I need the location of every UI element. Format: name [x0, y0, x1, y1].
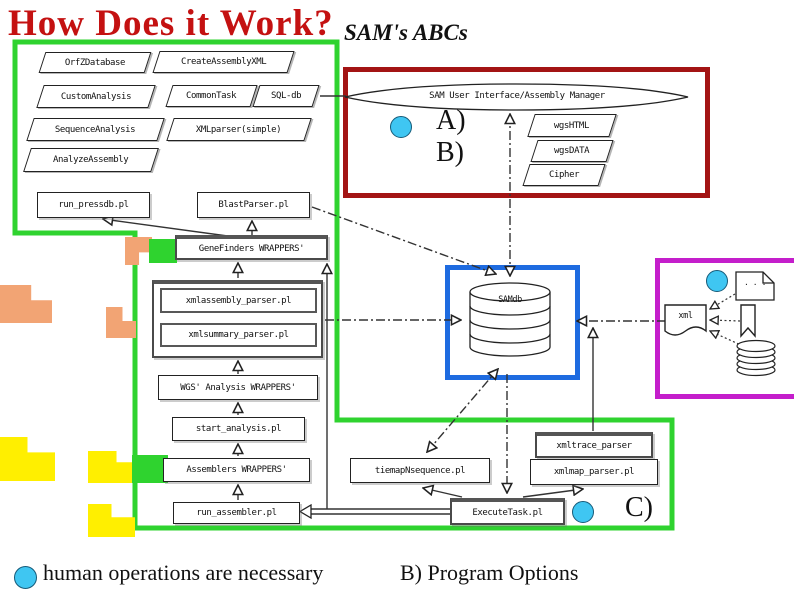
node-start-analysis: start_analysis.pl: [172, 417, 305, 441]
marker-b: B): [436, 137, 464, 168]
node-executetask: ExecuteTask.pl: [450, 498, 565, 525]
disk-stack-icon: [736, 339, 776, 377]
document-icon: [735, 271, 775, 301]
banner-shape: [344, 83, 689, 111]
marker-a: A): [436, 105, 466, 136]
node-sequenceanalysis: SequenceAnalysis: [26, 118, 165, 141]
node-sqldb: SQL-db: [252, 85, 320, 107]
node-createassemblyxml: CreateAssemblyXML: [152, 51, 295, 73]
node-xmlmap-parser: xmlmap_parser.pl: [530, 459, 658, 485]
node-blastparser: BlastParser.pl: [197, 192, 310, 218]
xml-document-icon: [664, 304, 707, 336]
node-cipher: Cipher: [522, 164, 606, 186]
node-xmlparser: XMLparser(simple): [166, 118, 312, 141]
node-assemblers-wrappers: Assemblers WRAPPERS': [163, 458, 310, 482]
database-label: SAMdb: [498, 295, 522, 305]
node-wgshtml: wgsHTML: [527, 114, 617, 137]
bookmark-icon: [740, 304, 756, 338]
page-title: How Does it Work?: [8, 3, 334, 44]
human-operation-icon: [572, 501, 594, 523]
banner-label: SAM User Interface/Assembly Manager: [429, 91, 605, 101]
node-commontask: CommonTask: [165, 85, 258, 107]
node-tiemap-sequence: tiemapNsequence.pl: [350, 458, 490, 483]
page-subtitle: SAM's ABCs: [344, 20, 468, 45]
node-run-pressdb: run_pressdb.pl: [37, 192, 150, 218]
node-customanalysis: CustomAnalysis: [36, 85, 156, 108]
node-run-assembler: run_assembler.pl: [173, 502, 300, 524]
node-xmltrace-parser: xmltrace_parser: [535, 432, 653, 458]
node-xmlassembly-parser: xmlassembly_parser.pl: [160, 288, 317, 313]
node-xmlsummary-parser: xmlsummary_parser.pl: [160, 323, 317, 347]
node-wgs-analysis-wrappers: WGS' Analysis WRAPPERS': [158, 375, 318, 400]
legend-human-op-icon: [14, 566, 37, 589]
node-analyzeassembly: AnalyzeAssembly: [23, 148, 159, 172]
database-icon: [469, 282, 551, 357]
legend-program-options: B) Program Options: [400, 560, 579, 585]
human-operation-icon: [390, 116, 412, 138]
node-wgsdata: wgsDATA: [530, 140, 614, 162]
frame-user-interface-group: [343, 67, 710, 198]
node-genefinders-wrappers: GeneFinders WRAPPERS': [175, 235, 328, 260]
xml-doc-label: xml: [678, 311, 693, 321]
frame-data-sources-group: [655, 258, 794, 399]
puzzle-piece-green: [132, 455, 168, 483]
puzzle-piece-green: [149, 239, 177, 263]
marker-c: C): [625, 492, 653, 523]
legend-human-ops: human operations are necessary: [43, 560, 324, 585]
document-dots: . . .: [743, 278, 767, 287]
node-orfzdatabase: OrfZDatabase: [38, 52, 152, 73]
human-operation-icon: [706, 270, 728, 292]
